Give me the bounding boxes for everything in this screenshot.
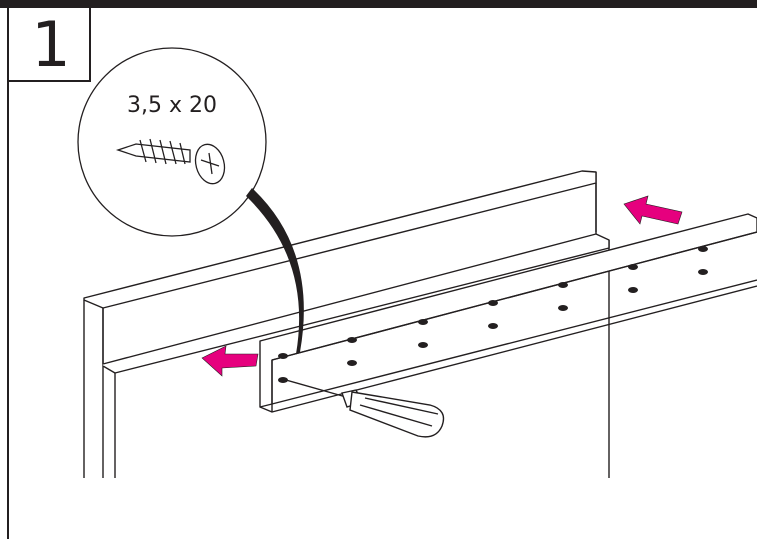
step-number-box: 1 — [7, 8, 91, 82]
screw-pair-1 — [278, 353, 288, 383]
screwdriver-icon — [285, 379, 445, 438]
screw-pair-6 — [628, 264, 638, 293]
callout-circle — [77, 47, 267, 237]
screw-pair-5 — [558, 282, 568, 311]
top-border — [0, 0, 757, 8]
step-number: 1 — [31, 8, 71, 81]
callout-leader — [246, 188, 304, 354]
arrow-right-rail — [623, 195, 683, 225]
direction-arrows — [201, 195, 683, 377]
left-border — [7, 8, 9, 539]
rail-screws — [278, 246, 708, 383]
wood-screw-icon — [115, 138, 226, 185]
screw-callout: 3,5 x 20 — [77, 47, 267, 237]
screw-pair-7 — [698, 246, 708, 275]
screw-pair-2 — [347, 337, 357, 366]
arrow-left-rail — [201, 345, 259, 377]
screw-pair-4 — [488, 300, 498, 329]
screw-pair-3 — [418, 319, 428, 348]
screw-size-label: 3,5 x 20 — [127, 93, 217, 118]
